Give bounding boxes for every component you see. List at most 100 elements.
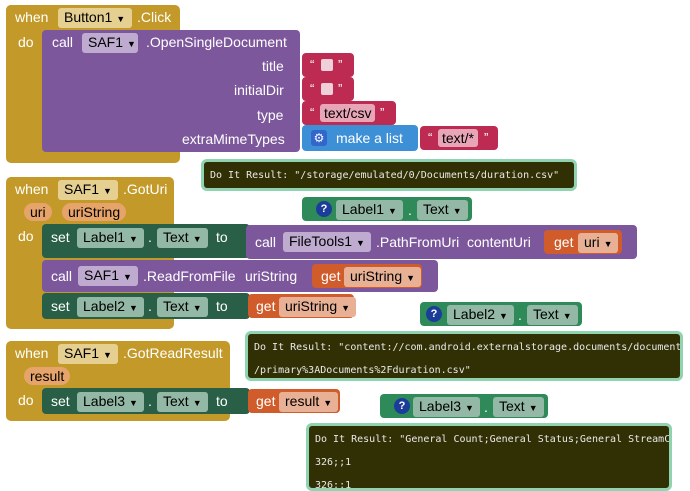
property-dropdown-text[interactable]: Text▼ bbox=[157, 228, 208, 248]
text-value-type[interactable]: text/csv bbox=[320, 104, 376, 122]
property-dropdown-text[interactable]: Text▼ bbox=[157, 297, 208, 317]
close-quote-icon: ” bbox=[338, 57, 343, 72]
component-name: SAF1 bbox=[64, 345, 100, 361]
get-keyword: get bbox=[554, 234, 574, 250]
call-keyword: call bbox=[255, 234, 277, 250]
component-name: Label2 bbox=[453, 306, 496, 322]
to-keyword: to bbox=[216, 393, 228, 409]
property-name: Text bbox=[163, 298, 189, 314]
get-keyword: get bbox=[321, 268, 341, 284]
component-dropdown-label2[interactable]: Label2▼ bbox=[447, 305, 514, 325]
dropdown-arrow-icon: ▼ bbox=[341, 303, 351, 313]
property-dropdown-text[interactable]: Text▼ bbox=[527, 305, 578, 325]
dot-separator: . bbox=[148, 229, 152, 245]
event-name: .GotReadResult bbox=[123, 345, 223, 361]
component-name: SAF1 bbox=[84, 267, 120, 283]
dropdown-arrow-icon: ▼ bbox=[406, 273, 416, 283]
component-dropdown-label1[interactable]: Label1▼ bbox=[77, 228, 144, 248]
get-keyword: get bbox=[256, 393, 276, 409]
dropdown-arrow-icon: ▼ bbox=[452, 206, 462, 216]
component-dropdown-button1[interactable]: Button1▼ bbox=[58, 8, 132, 28]
variable-dropdown-uristring[interactable]: uriString▼ bbox=[279, 297, 357, 317]
component-name: Label3 bbox=[83, 393, 126, 409]
set-keyword: set bbox=[51, 393, 70, 409]
make-a-list-label: make a list bbox=[336, 130, 403, 146]
dot-separator: . bbox=[518, 307, 522, 323]
call-keyword: call bbox=[51, 268, 73, 284]
dropdown-arrow-icon: ▼ bbox=[528, 403, 538, 413]
component-dropdown-label3[interactable]: Label3▼ bbox=[77, 392, 144, 412]
variable-dropdown-result[interactable]: result▼ bbox=[279, 392, 339, 412]
property-dropdown-text[interactable]: Text▼ bbox=[493, 397, 544, 417]
property-name: Text bbox=[499, 398, 525, 414]
param-uri[interactable]: uri bbox=[24, 203, 52, 221]
result-line: Do It Result: "General Count;General Sta… bbox=[315, 434, 672, 445]
help-icon[interactable]: ? bbox=[316, 201, 332, 217]
dot-separator: . bbox=[148, 298, 152, 314]
event-name: .GotUri bbox=[123, 181, 168, 197]
do-it-result-2: Do It Result: "content://com.android.ext… bbox=[245, 331, 683, 381]
gear-icon[interactable]: ⚙ bbox=[311, 130, 327, 146]
help-icon[interactable]: ? bbox=[426, 306, 442, 322]
component-dropdown-saf1[interactable]: SAF1▼ bbox=[82, 33, 138, 53]
open-quote-icon: “ bbox=[310, 57, 315, 72]
dropdown-arrow-icon: ▼ bbox=[129, 303, 138, 313]
setter-block-label3-text[interactable] bbox=[42, 388, 250, 414]
dot-separator: . bbox=[408, 202, 412, 218]
dropdown-arrow-icon: ▼ bbox=[103, 350, 112, 360]
component-name: Label1 bbox=[83, 229, 126, 245]
result-line: Do It Result: "content://com.android.ext… bbox=[254, 342, 682, 353]
component-dropdown-saf1[interactable]: SAF1▼ bbox=[58, 344, 118, 364]
arg-label-contenturi: contentUri bbox=[467, 234, 531, 250]
component-name: Label1 bbox=[342, 201, 385, 217]
dropdown-arrow-icon: ▼ bbox=[323, 398, 333, 408]
method-name: .ReadFromFile bbox=[143, 268, 236, 284]
arg-label-title: title bbox=[262, 58, 284, 74]
variable-dropdown-uri[interactable]: uri▼ bbox=[578, 233, 619, 253]
variable-name: result bbox=[285, 393, 320, 409]
dropdown-arrow-icon: ▼ bbox=[192, 398, 202, 408]
component-dropdown-label3[interactable]: Label3▼ bbox=[413, 397, 480, 417]
result-line: /primary%3ADocuments%2Fduration.csv" bbox=[254, 365, 471, 376]
help-icon[interactable]: ? bbox=[394, 398, 410, 414]
dropdown-arrow-icon: ▼ bbox=[562, 311, 572, 321]
component-name: FileTools1 bbox=[289, 233, 353, 249]
property-dropdown-text[interactable]: Text▼ bbox=[417, 200, 468, 220]
component-dropdown-saf1[interactable]: SAF1▼ bbox=[58, 180, 118, 200]
dropdown-arrow-icon: ▼ bbox=[356, 238, 365, 248]
to-keyword: to bbox=[216, 229, 228, 245]
empty-text-field[interactable] bbox=[321, 83, 333, 95]
text-value-mime[interactable]: text/* bbox=[438, 129, 478, 147]
variable-name: uri bbox=[584, 234, 600, 250]
empty-text-field[interactable] bbox=[321, 59, 333, 71]
param-result[interactable]: result bbox=[24, 367, 71, 385]
component-dropdown-label1[interactable]: Label1▼ bbox=[336, 200, 403, 220]
setter-block-label1-text[interactable] bbox=[42, 224, 250, 258]
component-name: SAF1 bbox=[88, 34, 124, 50]
dropdown-arrow-icon: ▼ bbox=[388, 206, 397, 216]
do-it-result-3: Do It Result: "General Count;General Sta… bbox=[306, 423, 672, 491]
variable-dropdown-uristring[interactable]: uriString▼ bbox=[344, 267, 422, 287]
close-quote-icon: ” bbox=[484, 130, 489, 145]
dropdown-arrow-icon: ▼ bbox=[499, 311, 508, 321]
property-name: Text bbox=[423, 201, 449, 217]
setter-block-label2-text[interactable] bbox=[42, 293, 250, 319]
param-uristring[interactable]: uriString bbox=[62, 203, 127, 221]
dropdown-arrow-icon: ▼ bbox=[127, 39, 136, 49]
component-dropdown-label2[interactable]: Label2▼ bbox=[77, 297, 144, 317]
get-keyword: get bbox=[256, 298, 276, 314]
when-keyword: when bbox=[15, 9, 49, 25]
property-dropdown-text[interactable]: Text▼ bbox=[157, 392, 208, 412]
dropdown-arrow-icon: ▼ bbox=[129, 398, 138, 408]
dot-separator: . bbox=[148, 393, 152, 409]
dropdown-arrow-icon: ▼ bbox=[116, 14, 126, 24]
component-name: Label3 bbox=[419, 398, 462, 414]
arg-label-uristring: uriString bbox=[245, 268, 298, 284]
result-text: Do It Result: "/storage/emulated/0/Docum… bbox=[210, 170, 560, 181]
component-dropdown-filetools1[interactable]: FileTools1▼ bbox=[283, 232, 371, 252]
component-dropdown-saf1[interactable]: SAF1▼ bbox=[78, 266, 138, 286]
arg-label-extramimetypes: extraMimeTypes bbox=[182, 131, 285, 147]
event-name: .Click bbox=[137, 9, 172, 25]
open-quote-icon: “ bbox=[310, 105, 315, 120]
component-name: Button1 bbox=[64, 9, 113, 25]
